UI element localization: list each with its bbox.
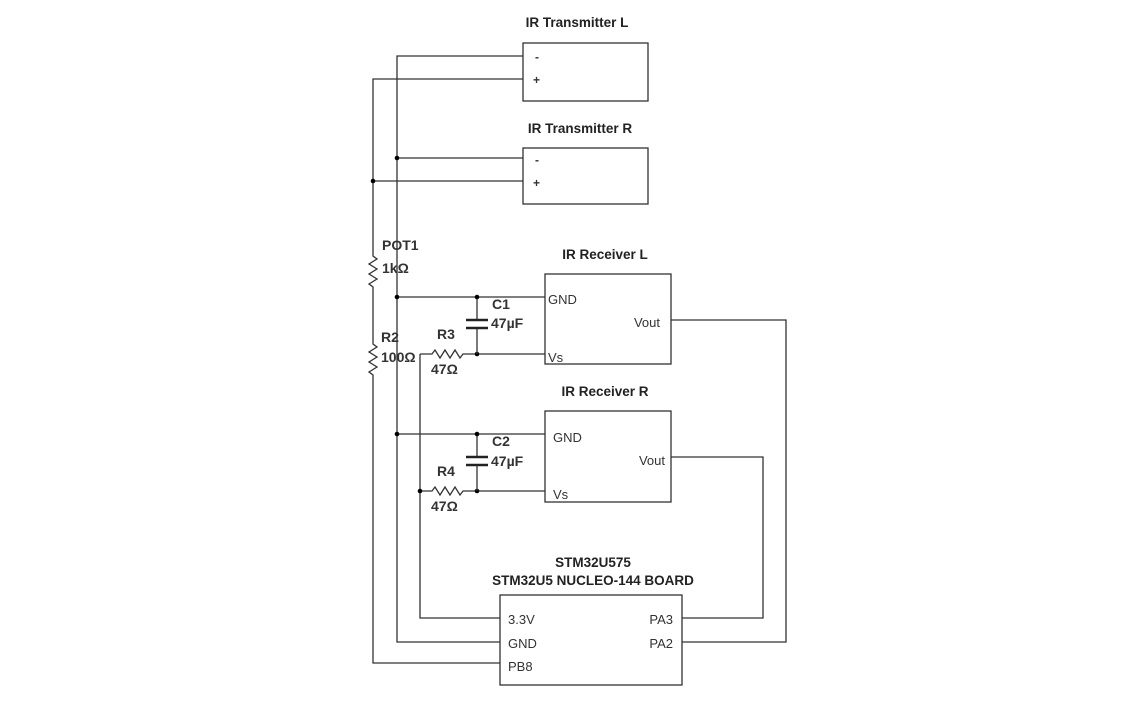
ir-transmitter-right-box xyxy=(522,147,649,205)
pot1-resistor-symbol xyxy=(367,252,379,340)
board-pin-3v3: 3.3V xyxy=(508,612,535,627)
vout-left-to-pa2-wire xyxy=(671,319,787,643)
junction-dot xyxy=(417,488,423,494)
ir-transmitter-left-plus-pin: + xyxy=(533,73,540,87)
c1-value-label: 47µF xyxy=(491,315,524,331)
gnd-net xyxy=(394,55,545,643)
r2-name-label: R2 xyxy=(381,329,399,345)
gnd-wire-main xyxy=(396,55,523,643)
stm32-board: STM32U575 STM32U5 NUCLEO-144 BOARD 3.3V … xyxy=(492,555,694,686)
pot1-name-label: POT1 xyxy=(382,237,419,253)
ir-transmitter-right-minus-pin: - xyxy=(535,153,539,167)
junction-dot xyxy=(474,294,480,300)
c2-value-label: 47µF xyxy=(491,453,524,469)
r2-resistor-symbol xyxy=(367,340,500,664)
v33-wire-main xyxy=(419,354,500,619)
pot1-value-label: 1kΩ xyxy=(382,260,409,276)
r4-name-label: R4 xyxy=(437,463,455,479)
ir-receiver-left-vout-pin: Vout xyxy=(634,315,660,330)
board-pin-pb8: PB8 xyxy=(508,659,533,674)
ir-transmitter-right: IR Transmitter R - + xyxy=(522,121,649,205)
pb8-net: POT1 1kΩ R2 100Ω xyxy=(367,78,523,664)
ir-receiver-right-vout-pin: Vout xyxy=(639,453,665,468)
vout-right-to-pa3-wire xyxy=(671,456,764,619)
c2-capacitor: C2 47µF xyxy=(466,431,524,491)
r2-value-label: 100Ω xyxy=(381,349,416,365)
board-title-line1: STM32U575 xyxy=(555,555,631,570)
board-title-line2: STM32U5 NUCLEO-144 BOARD xyxy=(492,573,694,588)
junction-dot xyxy=(394,431,400,437)
junction-dot xyxy=(370,178,376,184)
ir-transmitter-right-plus-pin: + xyxy=(533,176,540,190)
ir-receiver-left-vs-pin: Vs xyxy=(548,350,564,365)
c1-name-label: C1 xyxy=(492,296,510,312)
c2-name-label: C2 xyxy=(492,433,510,449)
ir-receiver-left-gnd-pin: GND xyxy=(548,292,577,307)
ir-transmitter-left-title: IR Transmitter L xyxy=(526,15,629,30)
r3-name-label: R3 xyxy=(437,326,455,342)
c1-capacitor: C1 47µF xyxy=(466,294,524,354)
v33-net: R3 47Ω R4 47Ω xyxy=(417,326,545,619)
junction-dot xyxy=(394,294,400,300)
ir-receiver-right-box xyxy=(544,410,672,503)
junction-dot xyxy=(394,155,400,161)
board-pin-pa2: PA2 xyxy=(649,636,673,651)
r3-resistor-symbol xyxy=(420,348,545,360)
ir-receiver-right-gnd-pin: GND xyxy=(553,430,582,445)
ir-receiver-left-title: IR Receiver L xyxy=(562,247,648,262)
ir-receiver-right-vs-pin: Vs xyxy=(553,487,569,502)
ir-receiver-left: IR Receiver L GND Vs Vout xyxy=(544,247,672,365)
r4-value-label: 47Ω xyxy=(431,498,458,514)
ir-transmitter-left: IR Transmitter L - + xyxy=(522,15,649,102)
ir-receiver-left-box xyxy=(544,273,672,365)
ir-receiver-right: IR Receiver R GND Vs Vout xyxy=(544,384,672,503)
ir-receiver-right-title: IR Receiver R xyxy=(561,384,648,399)
junction-dot xyxy=(474,431,480,437)
board-pin-gnd: GND xyxy=(508,636,537,651)
tx-plus-wire xyxy=(372,78,523,252)
ir-transmitter-left-box xyxy=(522,42,649,102)
board-box xyxy=(499,594,683,686)
ir-transmitter-left-minus-pin: - xyxy=(535,50,539,64)
ir-transmitter-right-title: IR Transmitter R xyxy=(528,121,633,136)
r3-value-label: 47Ω xyxy=(431,361,458,377)
r4-resistor-symbol xyxy=(420,485,545,497)
board-pin-pa3: PA3 xyxy=(649,612,673,627)
